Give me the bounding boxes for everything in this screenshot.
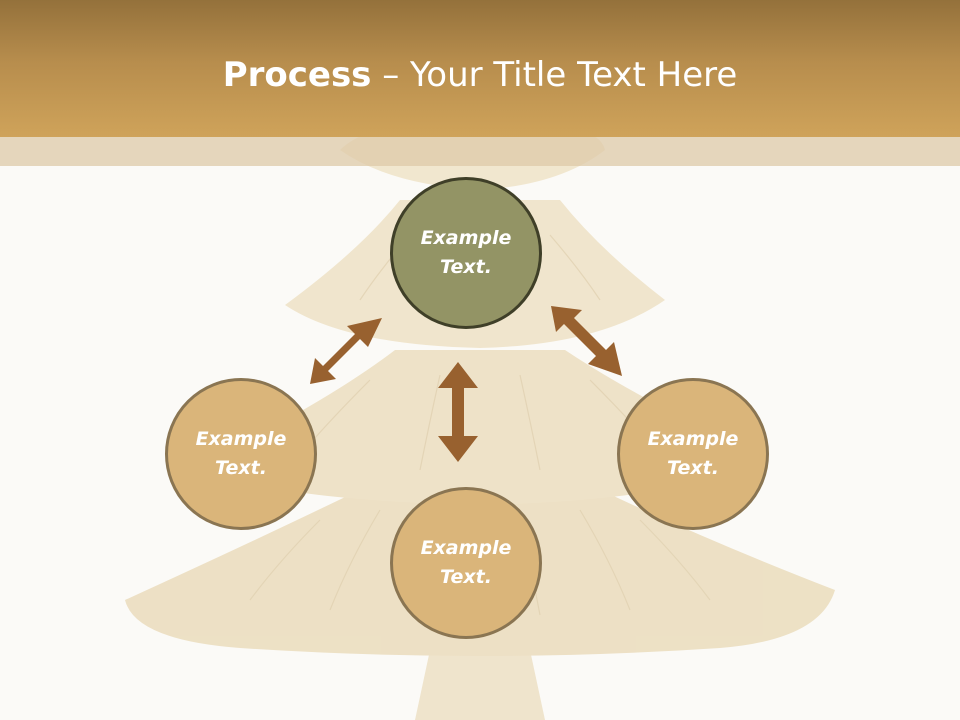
- arrow-center-left: [310, 318, 382, 384]
- title-bar: Process – Your Title Text Here: [0, 0, 960, 137]
- title-rest-part: – Your Title Text Here: [371, 55, 738, 95]
- title-bold-part: Process: [222, 55, 372, 95]
- node-right-text: Example Text.: [647, 428, 739, 479]
- node-center: Example Text.: [390, 177, 542, 329]
- node-bottom: Example Text.: [390, 487, 542, 639]
- node-left-text: Example Text.: [195, 428, 287, 479]
- node-bottom-text: Example Text.: [420, 537, 512, 588]
- arrow-center-bottom: [438, 362, 478, 462]
- node-left: Example Text.: [165, 378, 317, 530]
- tree-trunk: [415, 650, 545, 720]
- title-underband: [0, 137, 960, 166]
- node-center-text: Example Text.: [420, 227, 512, 278]
- slide-title: Process – Your Title Text Here: [0, 52, 960, 102]
- arrow-center-right: [551, 306, 622, 376]
- node-right: Example Text.: [617, 378, 769, 530]
